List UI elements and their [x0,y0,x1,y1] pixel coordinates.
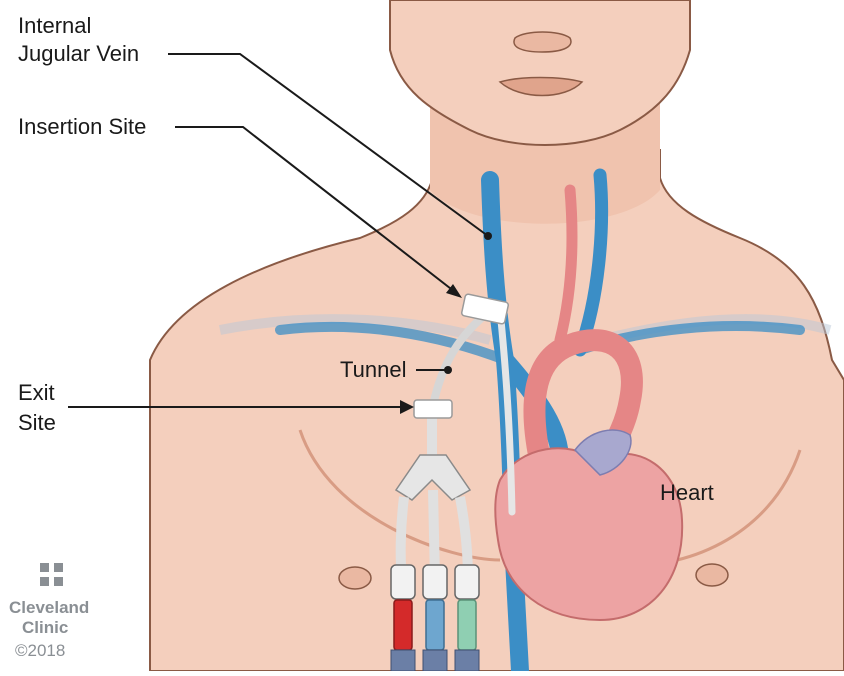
label-tunnel: Tunnel [340,357,406,383]
exit-site-dressing [414,400,452,418]
logo-name-line2: Clinic [22,618,68,637]
port-green [458,600,476,650]
port-cap-green [455,650,479,671]
nose [514,32,571,52]
label-internal-jugular-line1: Internal [18,13,91,39]
nipple-left [339,567,371,589]
leader-dot-tunnel [444,366,452,374]
copyright-text: ©2018 [15,641,65,661]
label-insertion-site: Insertion Site [18,114,146,140]
label-exit-site-line1: Exit [18,380,55,406]
logo-name-line1: Cleveland [9,598,89,617]
port-cap-blue [423,650,447,671]
label-exit-site-line2: Site [18,410,56,436]
clamp-right [455,565,479,599]
label-internal-jugular-line2: Jugular Vein [18,41,139,67]
port-cap-red [391,650,415,671]
leader-dot-internal-jugular [484,232,492,240]
clamp-middle [423,565,447,599]
label-heart: Heart [660,480,714,506]
cleveland-clinic-logo-icon [40,563,63,586]
nipple-right [696,564,728,586]
port-blue [426,600,444,650]
port-red [394,600,412,650]
clamp-left [391,565,415,599]
